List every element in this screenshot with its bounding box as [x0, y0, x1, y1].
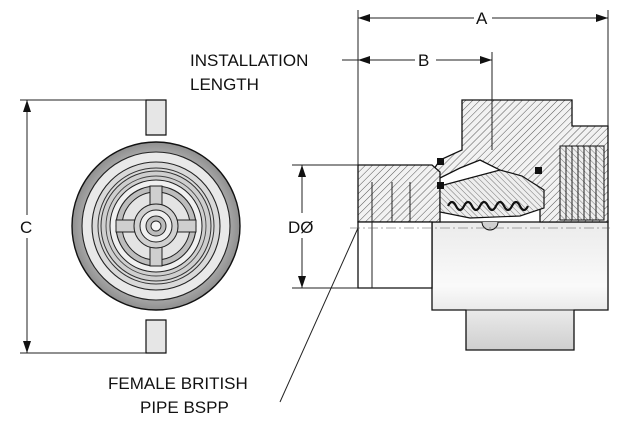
section-view: [350, 99, 610, 351]
dimension-d: [292, 164, 358, 289]
dimension-a: [357, 10, 609, 165]
dimension-b-label: B: [418, 51, 429, 70]
thread-leader: [279, 227, 359, 403]
dimension-b: [342, 52, 493, 150]
dimension-c-label: C: [20, 218, 32, 237]
dimension-c: [20, 99, 146, 354]
front-view: [71, 99, 241, 354]
spring: [447, 200, 529, 212]
installation-length-line2: LENGTH: [190, 75, 259, 94]
installation-length-line1: INSTALLATION: [190, 51, 308, 70]
thread-label-line1: FEMALE BRITISH: [108, 374, 248, 393]
dimension-d-label: DØ: [288, 218, 314, 237]
internal-threads: [559, 145, 605, 221]
dimension-a-label: A: [476, 9, 488, 28]
thread-label-line2: PIPE BSPP: [140, 398, 229, 417]
